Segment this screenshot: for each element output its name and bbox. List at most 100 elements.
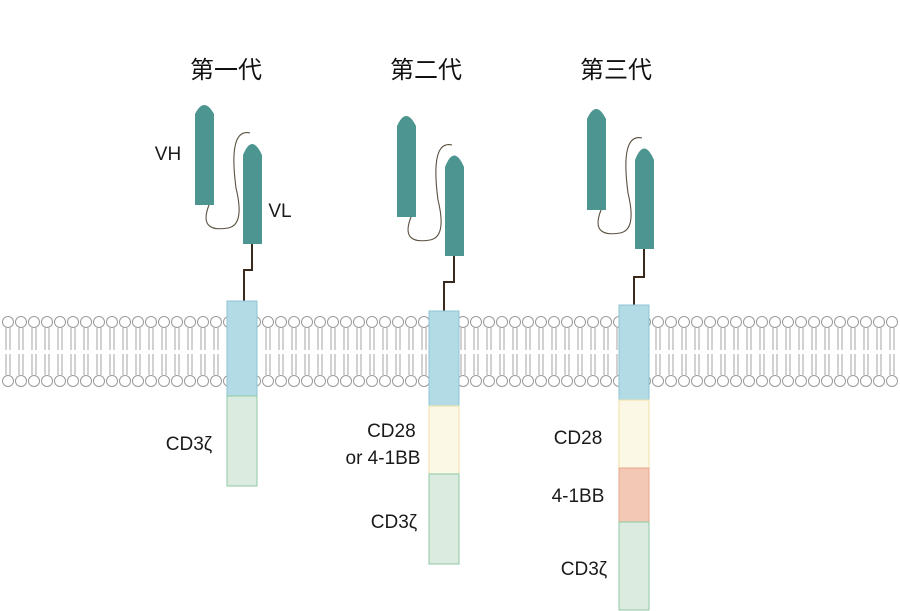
lipid-molecule [743,354,755,387]
lipid-molecule [691,316,703,350]
transmembrane-domain [428,310,460,407]
linker-loop [407,144,453,242]
lipid-molecule [860,354,872,387]
lipid-molecule [756,316,768,350]
lipid-molecule [678,354,690,387]
lipid-molecule [730,354,742,387]
lipid-molecule [847,316,859,350]
lipid-molecule [379,354,391,387]
lipid-molecule [548,354,560,387]
lipid-molecule [470,316,482,350]
lipid-molecule [808,354,820,387]
lipid-molecule [730,316,742,350]
lipid-molecule [860,316,872,350]
lipid-molecule [678,316,690,350]
lipid-molecule [782,354,794,387]
hinge-stalk [443,256,455,311]
linker-loop [597,137,643,235]
generation-3: 第三代 CD28 4-1BB CD3ζ [552,56,654,611]
lipid-molecule [808,316,820,350]
signaling-domain-cd3z [428,473,460,565]
lipid-molecule [119,316,131,350]
vl-domain [635,148,654,249]
lipid-molecule [158,316,170,350]
vh-label: VH [155,144,181,165]
lipid-molecule [483,354,495,387]
transmembrane-domain [226,300,258,397]
signaling-domain-cd3z [618,521,650,611]
lipid-molecule [782,316,794,350]
lipid-molecule [665,316,677,350]
lipid-molecule [704,354,716,387]
lipid-molecule [834,316,846,350]
lipid-molecule [314,316,326,350]
lipid-molecule [652,354,664,387]
lipid-molecule [587,354,599,387]
lipid-molecule [106,316,118,350]
lipid-molecule [483,316,495,350]
cd28-or-41bb-label-line: or 4-1BB [346,448,421,469]
lipid-molecule [93,316,105,350]
lipid-molecule [80,316,92,350]
lipid-molecule [392,354,404,387]
lipid-molecule [171,316,183,350]
lipid-molecule [41,316,53,350]
lipid-molecule [496,316,508,350]
lipid-molecule [301,354,313,387]
cd28-or-41bb-label-line: CD28 [367,421,416,442]
lipid-molecule [665,354,677,387]
hinge-stalk [243,244,253,302]
lipid-molecule [275,316,287,350]
lipid-molecule [769,316,781,350]
vl-domain [243,144,262,244]
generation-3-title: 第三代 [580,56,652,84]
lipid-molecule [509,354,521,387]
lipid-molecule [15,354,27,387]
lipid-molecule [28,354,40,387]
lipid-molecule [327,354,339,387]
lipid-molecule [561,354,573,387]
lipid-molecule [886,354,898,387]
lipid-molecule [106,354,118,387]
lipid-molecule [847,354,859,387]
lipid-molecule [470,354,482,387]
lipid-molecule [405,354,417,387]
lipid-molecule [132,354,144,387]
lipid-molecule [379,316,391,350]
vh-domain [195,105,214,205]
lipid-molecule [366,316,378,350]
lipid-molecule [262,316,274,350]
lipid-molecule [769,354,781,387]
lipid-molecule [600,316,612,350]
cd28-label: CD28 [554,428,603,449]
lipid-molecule [418,316,430,350]
lipid-molecule [574,316,586,350]
lipid-molecule [873,316,885,350]
lipid-molecule [886,316,898,350]
lipid-molecule [171,354,183,387]
vh-domain [587,109,606,210]
lipid-molecule [275,354,287,387]
lipid-molecule [314,354,326,387]
lipid-molecule [54,354,66,387]
lipid-molecule [67,354,79,387]
linker-loop [205,132,251,230]
lipid-molecule [496,354,508,387]
cd28-or-41bb-label: CD28 or 4-1BB [346,421,421,469]
lipid-molecule [184,354,196,387]
lipid-molecule [834,354,846,387]
lipid-molecule [457,316,469,350]
lipid-molecule [652,316,664,350]
lipid-molecule [54,316,66,350]
lipid-molecule [366,354,378,387]
hinge-stalk [633,249,645,305]
lipid-molecule [574,354,586,387]
lipid-molecule [2,316,14,350]
lipid-molecule [210,316,222,350]
lipid-molecule [756,354,768,387]
lipid-molecule [184,316,196,350]
cd3z-label: CD3ζ [371,512,418,533]
signaling-domain-cd28-or-41bb [428,405,460,475]
lipid-molecule [873,354,885,387]
